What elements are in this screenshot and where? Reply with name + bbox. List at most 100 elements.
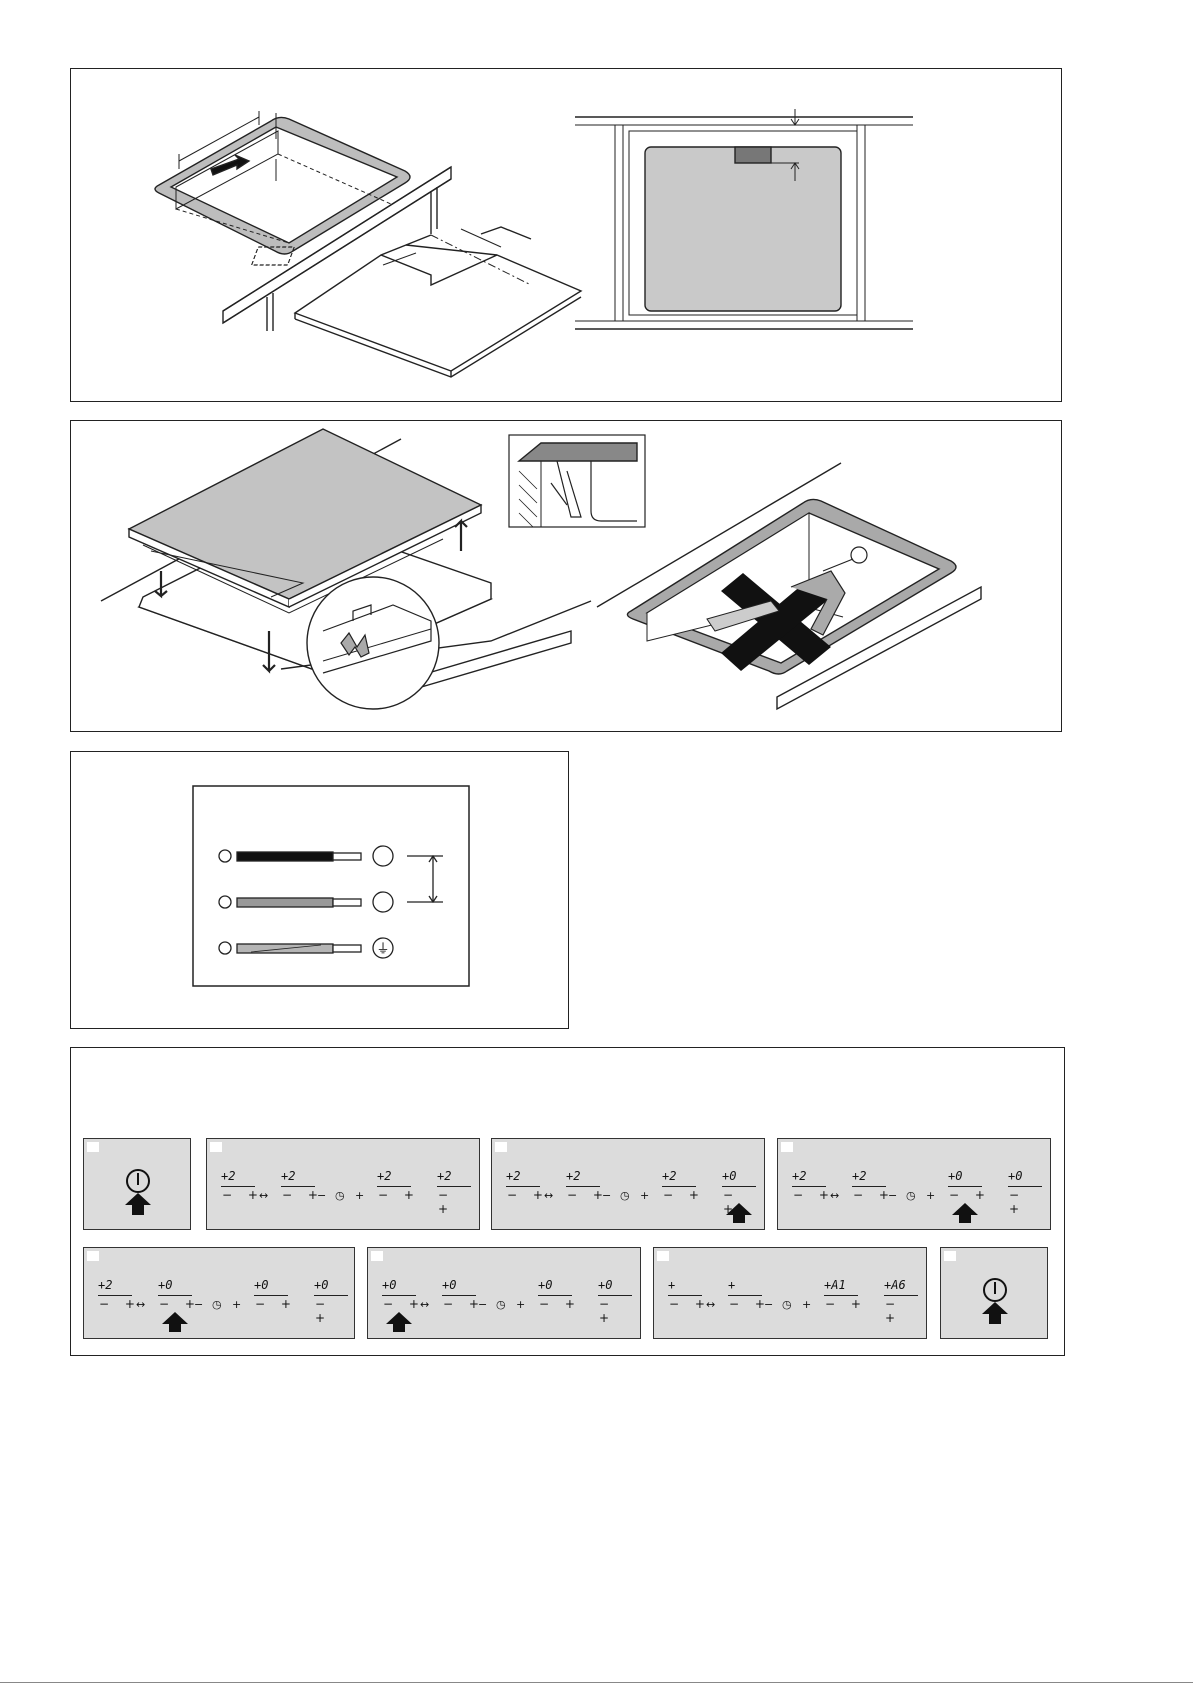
press-arrow-icon [726,1203,752,1223]
zone-underline [1008,1186,1042,1187]
zone-display-3: +2 [662,1169,676,1183]
installation-cutout-panel [70,68,1062,402]
zone-minus-plus: − + [255,1297,297,1311]
zone-underline [824,1295,858,1296]
zone-display-2: +2 [852,1169,866,1183]
page-bottom-rule [0,1682,1193,1683]
worktop-cutout-drawing [155,111,581,377]
link-symbol: ↔ [544,1189,553,1202]
timer-icon: ◷ [335,1189,345,1202]
minus-symbol: − [194,1298,203,1311]
step-tag [371,1251,383,1261]
zone-display-4: +A6 [884,1278,906,1292]
minus-symbol: − [478,1298,487,1311]
plus-symbol: + [926,1189,935,1202]
zone-display-3: +A1 [824,1278,846,1292]
zone-minus-plus: − + [599,1297,640,1325]
step-tag [210,1142,222,1152]
plus-symbol: + [802,1298,811,1311]
step-tag [495,1142,507,1152]
sequence-step-6: +0− ++0− ++0− ++0− +↔−◷+ [367,1247,641,1339]
step-tag [944,1251,956,1261]
link-symbol: ↔ [420,1298,429,1311]
sequence-step-4: +2− ++2− ++0− ++0− +↔−◷+ [777,1138,1051,1230]
zone-underline [442,1295,476,1296]
zone-minus-plus: − + [315,1297,354,1325]
plus-symbol: + [516,1298,525,1311]
link-symbol: ↔ [830,1189,839,1202]
link-symbol: ↔ [259,1189,268,1202]
zone-underline [314,1295,348,1296]
zone-minus-plus: − + [383,1297,425,1311]
zone-minus-plus: − + [222,1188,264,1202]
zone-underline [852,1186,886,1187]
minus-symbol: − [888,1189,897,1202]
zone-display-1: + [668,1278,675,1292]
zone-underline [158,1295,192,1296]
zone-underline [221,1186,255,1187]
zone-underline [566,1186,600,1187]
zone-minus-plus: − + [663,1188,705,1202]
press-arrow-icon [162,1312,188,1332]
zone-display-4: +0 [722,1169,736,1183]
plus-symbol: + [640,1189,649,1202]
zone-display-4: +0 [1008,1169,1022,1183]
press-arrow-icon [386,1312,412,1332]
sequence-panel: +2− ++2− ++2− ++2− +↔−◷++2− ++2− ++2− ++… [70,1047,1065,1356]
zone-display-3: +2 [377,1169,391,1183]
zone-minus-plus: − + [438,1188,479,1216]
plus-symbol: + [355,1189,364,1202]
zone-minus-plus: − + [949,1188,991,1202]
timer-icon: ◷ [620,1189,630,1202]
zone-underline [792,1186,826,1187]
sequence-step-2: +2− ++2− ++2− ++2− +↔−◷+ [206,1138,480,1230]
fitting-panel [70,420,1062,732]
zone-underline [538,1295,572,1296]
link-symbol: ↔ [706,1298,715,1311]
timer-icon: ◷ [906,1189,916,1202]
zone-underline [598,1295,632,1296]
zone-underline [254,1295,288,1296]
power-icon [122,1169,154,1215]
zone-display-4: +2 [437,1169,451,1183]
zone-underline [377,1186,411,1187]
zone-underline [728,1295,762,1296]
zone-display-4: +0 [314,1278,328,1292]
sequence-step-7: +− ++− ++A1− ++A6− +↔−◷+ [653,1247,927,1339]
zone-underline [382,1295,416,1296]
zone-display-1: +0 [382,1278,396,1292]
wiring-drawing [193,786,469,986]
step-tag [87,1251,99,1261]
zone-display-1: +2 [792,1169,806,1183]
zone-underline [722,1186,756,1187]
zone-minus-plus: − + [669,1297,711,1311]
zone-minus-plus: − + [99,1297,141,1311]
zone-underline [437,1186,471,1187]
wiring-panel: ⏚ [70,751,569,1029]
sequence-step-3: +2− ++2− ++2− ++0− +↔−◷+ [491,1138,765,1230]
zone-display-2: +2 [566,1169,580,1183]
minus-symbol: − [317,1189,326,1202]
zone-display-2: + [728,1278,735,1292]
sequence-step-5: +2− ++0− ++0− ++0− +↔−◷+ [83,1247,355,1339]
zone-display-1: +2 [98,1278,112,1292]
step-tag [87,1142,99,1152]
zone-minus-plus: − + [378,1188,420,1202]
zone-minus-plus: − + [825,1297,867,1311]
zone-underline [668,1295,702,1296]
zone-underline [281,1186,315,1187]
minus-symbol: − [602,1189,611,1202]
zone-display-3: +0 [538,1278,552,1292]
zone-display-1: +2 [221,1169,235,1183]
minus-symbol: − [764,1298,773,1311]
hob-fitting-drawing [101,429,981,709]
sequence-step-1 [83,1138,191,1230]
step-tag [781,1142,793,1152]
link-symbol: ↔ [136,1298,145,1311]
zone-display-2: +0 [158,1278,172,1292]
zone-display-3: +0 [254,1278,268,1292]
press-arrow-icon [952,1203,978,1223]
zone-minus-plus: − + [507,1188,549,1202]
zone-display-1: +2 [506,1169,520,1183]
earth-symbol: ⏚ [376,942,389,957]
